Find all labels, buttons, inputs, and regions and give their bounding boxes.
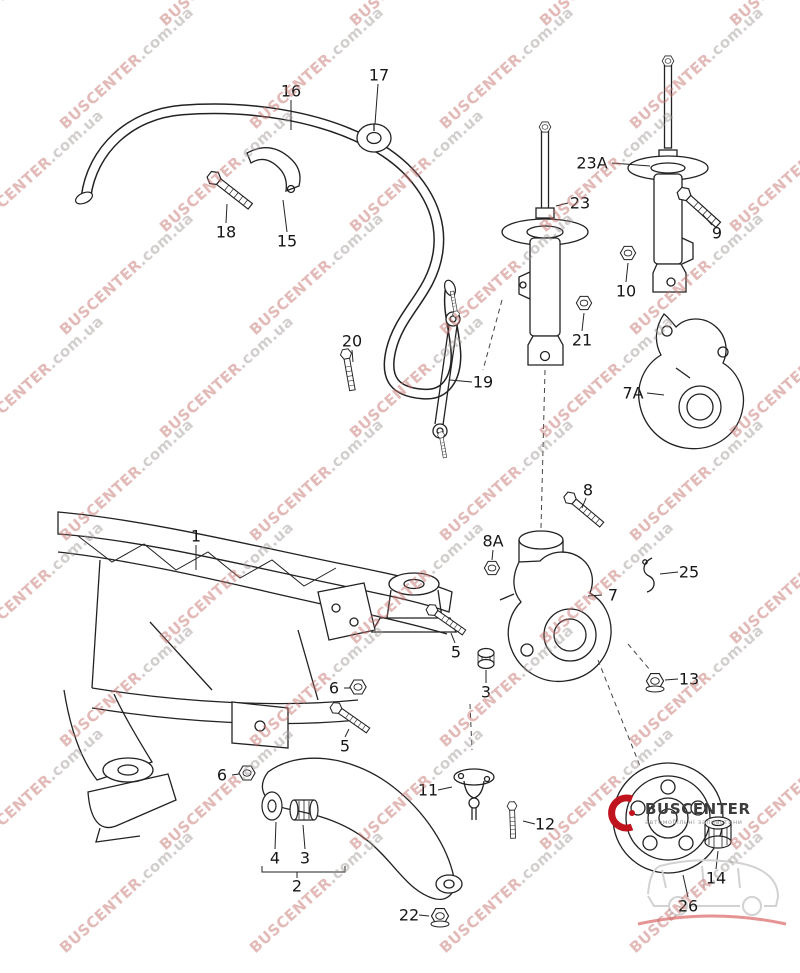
- vendor-logo: BUSCENTER автомобільні запчастини: [604, 792, 796, 940]
- part-label-8A: 8A: [482, 531, 504, 551]
- part-label-4: 4: [269, 848, 281, 868]
- wheel-bearing-14: [704, 816, 732, 849]
- part-label-5: 5: [339, 736, 351, 756]
- subframe-1: [57, 511, 457, 843]
- part-label-16: 16: [280, 81, 302, 101]
- part-label-13: 13: [678, 669, 700, 689]
- part-label-6: 6: [216, 765, 228, 785]
- part-label-21: 21: [571, 330, 593, 350]
- steering-knuckle-7A: [638, 313, 745, 450]
- part-label-3: 3: [480, 682, 492, 702]
- part-label-12: 12: [534, 814, 556, 834]
- van-sketch: [637, 859, 787, 926]
- strut-23: [501, 130, 589, 366]
- part-label-23: 23: [569, 193, 591, 213]
- nut-22: [430, 908, 450, 928]
- bushing-4: [261, 791, 283, 821]
- part-label-15: 15: [276, 231, 298, 251]
- ball-joint-11: [453, 768, 495, 820]
- part-label-7: 7: [607, 585, 619, 605]
- assembly-dashed-lines: [469, 299, 651, 767]
- part-label-19: 19: [472, 372, 494, 392]
- part-label-18: 18: [215, 222, 237, 242]
- part-label-11: 11: [417, 780, 439, 800]
- strut-23A: [627, 63, 709, 293]
- part-label-25: 25: [678, 562, 700, 582]
- nut-13: [645, 673, 665, 693]
- part-label-7A: 7A: [622, 383, 644, 403]
- part-label-26: 26: [677, 896, 699, 916]
- part-label-3: 3: [299, 848, 311, 868]
- part-label-23A: 23A: [576, 153, 608, 173]
- part-label-6: 6: [328, 678, 340, 698]
- bar-clamp-15: [246, 147, 301, 194]
- part-label-20: 20: [341, 331, 363, 351]
- anti-roll-bar-16: [74, 103, 462, 400]
- logo-mark-icon: [608, 794, 635, 832]
- sleeve-3b: [289, 799, 319, 821]
- spacer-3a: [477, 647, 495, 670]
- logo-tagline: автомобільні запчастини: [645, 818, 743, 826]
- bar-bushing-17: [356, 123, 392, 153]
- part-label-5: 5: [450, 642, 462, 662]
- part-label-17: 17: [368, 65, 390, 85]
- part-label-10: 10: [615, 281, 637, 301]
- part-label-22: 22: [398, 905, 420, 925]
- part-label-14: 14: [705, 868, 727, 888]
- steering-knuckle-7: [499, 530, 612, 683]
- clip-25: [642, 557, 655, 593]
- control-arm-2: [262, 757, 463, 900]
- part-label-9: 9: [711, 223, 723, 243]
- leader-lines: [195, 83, 719, 917]
- part-label-1: 1: [190, 526, 202, 546]
- part-label-2: 2: [291, 876, 303, 896]
- logo-brand: BUSCENTER: [645, 800, 751, 818]
- part-label-8: 8: [582, 480, 594, 500]
